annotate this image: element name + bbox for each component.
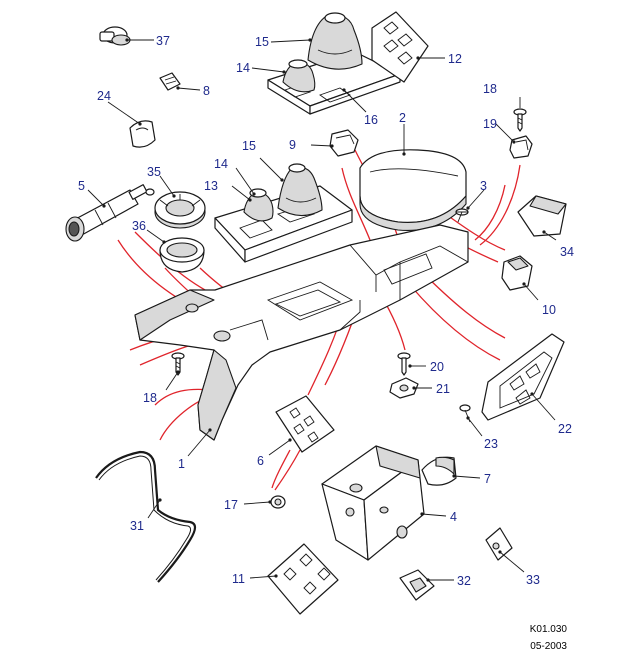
part-small-bracket <box>485 527 513 561</box>
callout-35: 35 <box>147 165 161 179</box>
callout-36: 36 <box>132 219 146 233</box>
callout-9: 9 <box>289 138 296 152</box>
part-mounting-plate <box>267 543 339 615</box>
callout-22: 22 <box>558 422 572 436</box>
callout-labels: 37 8 24 15 14 12 16 18 19 2 9 5 35 14 15… <box>78 34 574 588</box>
part-nut-21 <box>389 377 419 399</box>
part-pad <box>399 569 435 601</box>
part-ashtray-cup <box>159 237 205 273</box>
callout-16: 16 <box>364 113 378 127</box>
callout-11: 11 <box>232 572 245 586</box>
callout-18-left: 18 <box>143 391 157 405</box>
part-metal-bracket <box>321 445 425 561</box>
part-gear-boot-lower <box>277 163 323 217</box>
part-switch-panel <box>371 11 429 83</box>
callout-32: 32 <box>457 574 471 588</box>
leader-lines <box>87 38 557 582</box>
callout-8: 8 <box>203 84 210 98</box>
part-switch-10 <box>501 255 533 291</box>
part-ring <box>154 191 206 229</box>
callout-17: 17 <box>224 498 238 512</box>
part-storage-bin <box>517 195 567 237</box>
callout-33: 33 <box>526 573 540 587</box>
callout-15-lower: 15 <box>242 139 256 153</box>
part-switch-frame <box>481 333 565 421</box>
callout-20: 20 <box>430 360 444 374</box>
callout-15-upper: 15 <box>255 35 269 49</box>
part-switch-blank <box>329 129 359 157</box>
part-handbrake-boot-lower <box>243 188 274 222</box>
part-cigar-lighter <box>65 184 155 242</box>
callout-1: 1 <box>178 457 185 471</box>
diagram-code: K01.030 <box>529 624 567 635</box>
part-clip <box>159 72 181 91</box>
callout-14-lower: 14 <box>214 157 228 171</box>
part-console-body <box>134 224 469 441</box>
part-push-stud <box>99 26 131 46</box>
part-end-cap <box>421 456 457 486</box>
callout-23: 23 <box>484 437 498 451</box>
callout-12: 12 <box>448 52 462 66</box>
callout-34: 34 <box>560 245 574 259</box>
callout-19: 19 <box>483 117 497 131</box>
callout-18-upper: 18 <box>483 82 497 96</box>
part-bracket-plate <box>275 395 335 453</box>
callout-4: 4 <box>450 510 457 524</box>
part-trim-cap <box>129 120 156 148</box>
part-armrest-lid <box>359 149 467 232</box>
callout-21: 21 <box>436 382 450 396</box>
callout-2: 2 <box>399 111 406 125</box>
callout-5: 5 <box>78 179 85 193</box>
callout-31: 31 <box>130 519 144 533</box>
callout-6: 6 <box>257 454 264 468</box>
part-gear-boot-upper <box>307 12 363 70</box>
part-screw-18-left <box>171 352 185 376</box>
part-screw-20 <box>397 352 411 376</box>
part-wire-harness <box>95 450 197 583</box>
callout-24: 24 <box>97 89 111 103</box>
part-screw-18-upper <box>513 108 527 132</box>
part-screw-3 <box>455 208 469 223</box>
callout-37: 37 <box>156 34 170 48</box>
callout-13: 13 <box>204 179 218 193</box>
callout-14-upper: 14 <box>236 61 250 75</box>
callout-7: 7 <box>484 472 491 486</box>
callout-3: 3 <box>480 179 487 193</box>
diagram-date: 05-2003 <box>530 641 567 652</box>
callout-10: 10 <box>542 303 556 317</box>
part-clip-19 <box>509 135 533 159</box>
part-handbrake-boot-upper <box>282 59 316 93</box>
part-grommet <box>270 495 286 509</box>
